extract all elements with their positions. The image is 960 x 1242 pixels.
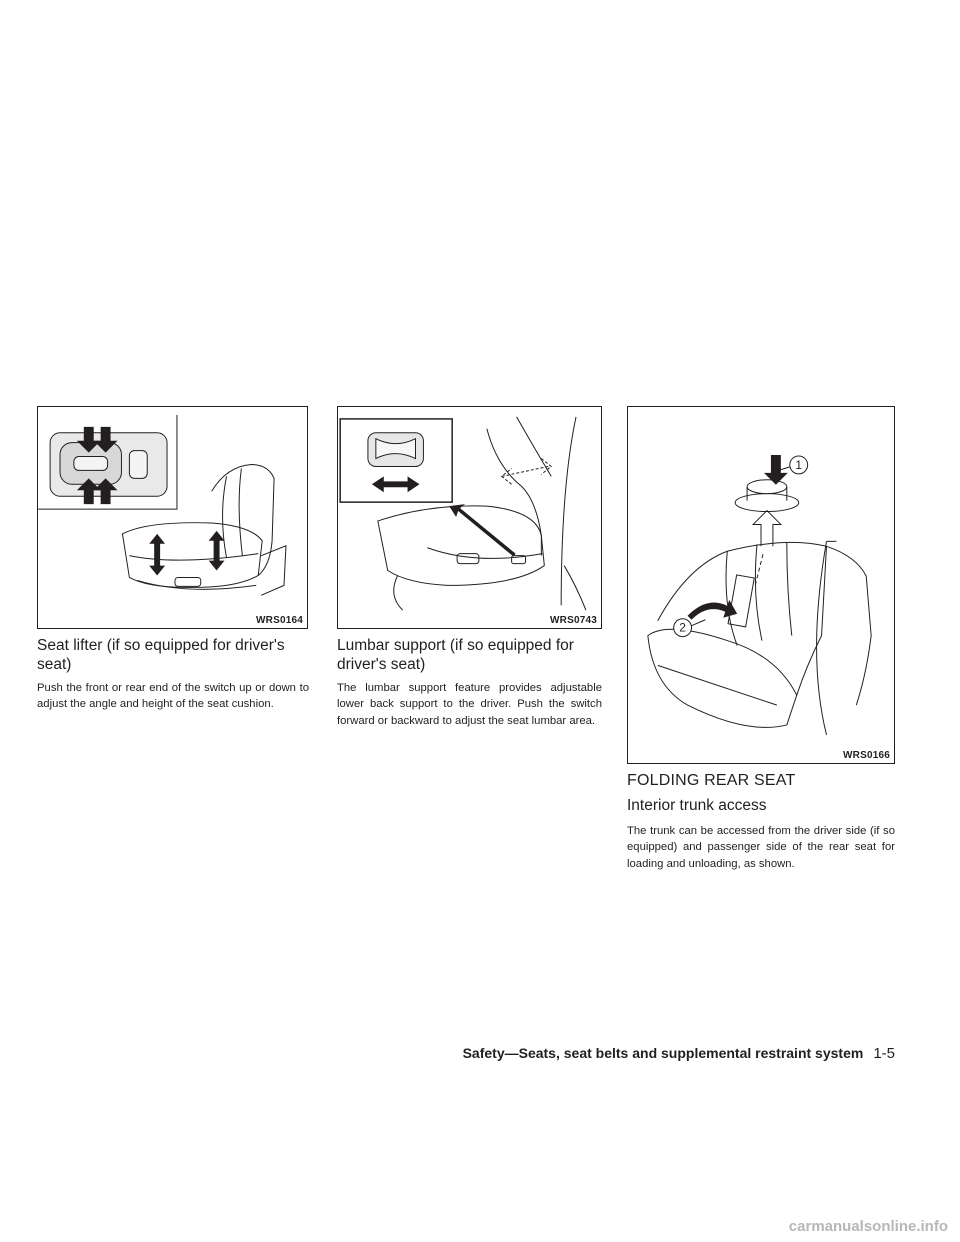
section-title-lumbar: Lumbar support (if so equipped for drive… — [337, 637, 574, 673]
section-subheading-interior-trunk: Interior trunk access — [627, 797, 767, 814]
footer-chapter: Safety—Seats, seat belts and supplementa… — [462, 1045, 864, 1061]
figure-code: WRS0166 — [843, 750, 890, 761]
page-number: 1-5 — [873, 1045, 895, 1062]
figure-folding-rear-seat: 1 2 WRS0166 — [627, 406, 895, 764]
figure-lumbar-support: WRS0743 — [337, 406, 602, 629]
watermark: carmanualsonline.info — [788, 1218, 948, 1235]
figure-seat-lifter: WRS0164 — [37, 406, 308, 629]
figure-code: WRS0164 — [256, 615, 303, 626]
lumbar-support-illustration — [339, 416, 587, 611]
callout-2: 2 — [679, 621, 686, 635]
section-title-seat-lifter: Seat lifter (if so equipped for driver's… — [37, 637, 285, 673]
seat-lifter-illustration — [38, 414, 287, 596]
figure-code: WRS0743 — [550, 615, 597, 626]
section-body-lumbar: The lumbar support feature provides adju… — [337, 682, 602, 727]
folding-rear-seat-illustration: 1 2 — [647, 454, 872, 735]
callout-1: 1 — [795, 458, 802, 472]
section-heading-folding-rear-seat: FOLDING REAR SEAT — [627, 772, 796, 789]
section-body-seat-lifter: Push the front or rear end of the switch… — [37, 682, 309, 711]
page-footer: Safety—Seats, seat belts and supplementa… — [0, 1045, 895, 1062]
section-body-folding-rear-seat: The trunk can be accessed from the drive… — [627, 825, 895, 870]
